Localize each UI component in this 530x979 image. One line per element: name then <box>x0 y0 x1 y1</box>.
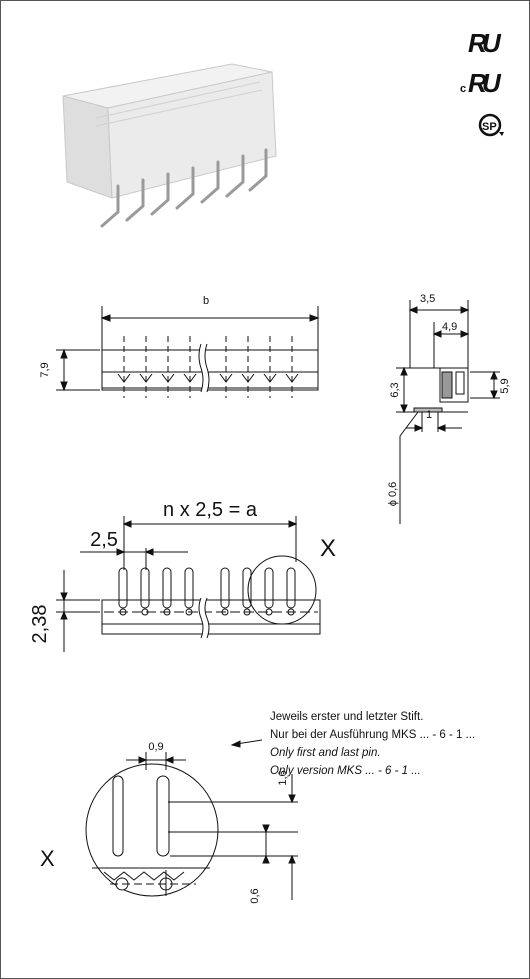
dim-2-38: 2,38 <box>29 605 51 644</box>
dim-pitch-2-5: 2,5 <box>90 529 118 551</box>
detail-dim-0-9: 0,9 <box>148 741 163 753</box>
csa-mark-icon: SP <box>478 113 504 137</box>
dim-4-9: 4,9 <box>442 321 457 333</box>
note-de-line1: Jeweils erster und letzter Stift. <box>270 711 423 723</box>
dim-6-3: 6,3 <box>389 382 401 397</box>
product-photo <box>62 63 277 228</box>
svg-text:c: c <box>460 83 466 95</box>
detail-view-label: X <box>40 846 55 871</box>
detail-view <box>85 739 298 900</box>
dim-3-5: 3,5 <box>420 293 435 305</box>
svg-text:SP: SP <box>482 121 497 133</box>
svg-text:U: U <box>482 68 502 98</box>
detail-marker-x: X <box>320 535 336 562</box>
note-en-line1: Only first and last pin. <box>270 747 381 759</box>
end-view <box>396 300 500 524</box>
dim-b: b <box>203 295 209 307</box>
dim-1: 1 <box>426 409 432 421</box>
dim-5-9: 5,9 <box>499 378 511 393</box>
note-de-line2: Nur bei der Ausführung MKS ... - 6 - 1 .… <box>270 729 475 741</box>
svg-text:U: U <box>482 28 502 58</box>
detail-dim-1-6: 1,6 <box>277 770 289 785</box>
pitch-formula: n x 2,5 = a <box>163 499 258 521</box>
side-view <box>56 306 320 398</box>
ur-mark-icon: R U <box>468 28 502 58</box>
dim-pin-diameter: ϕ 0,6 <box>387 482 399 507</box>
detail-dim-0-6: 0,6 <box>249 888 261 903</box>
svg-text:R: R <box>468 28 487 58</box>
dim-height-7-9: 7,9 <box>39 362 51 377</box>
svg-text:R: R <box>468 68 487 98</box>
pin-note: Jeweils erster und letzter Stift. Nur be… <box>270 711 475 777</box>
pitch-view <box>56 516 321 652</box>
cur-mark-icon: c R U <box>460 68 502 98</box>
note-en-line2: Only version MKS ... - 6 - 1 ... <box>270 765 421 777</box>
